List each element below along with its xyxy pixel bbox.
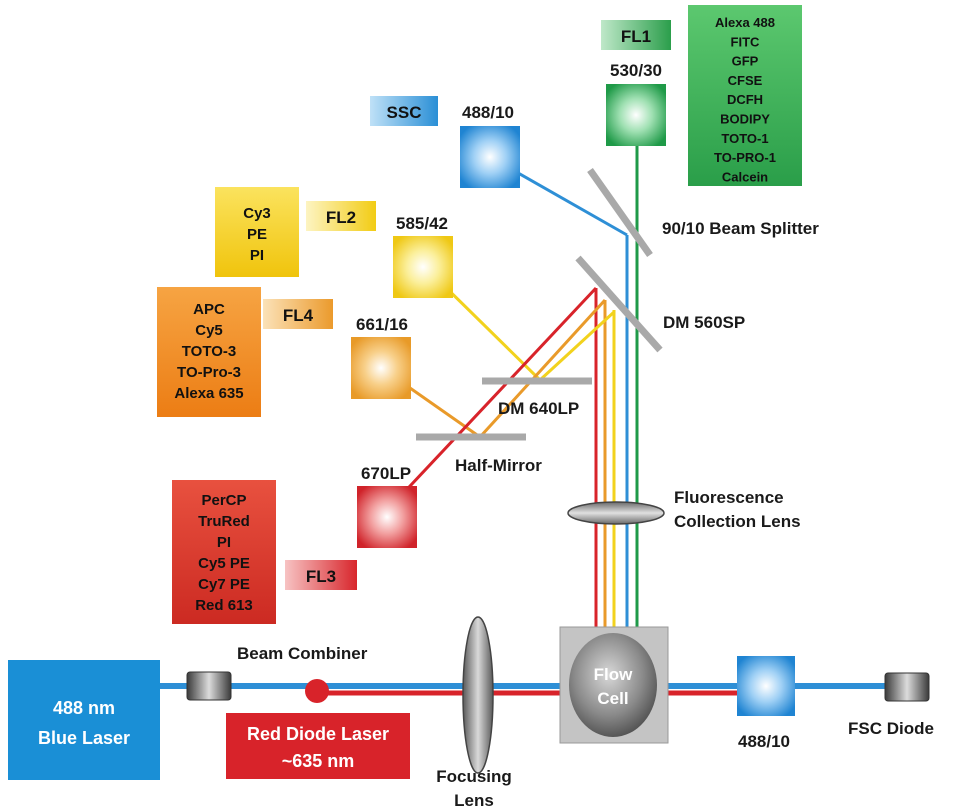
- filter-fl3-label: 670LP: [361, 464, 411, 483]
- dye-fl4-item: TOTO-3: [182, 343, 236, 360]
- dye-fl1-item: CFSE: [728, 73, 763, 88]
- filter-fl4-label: 661/16: [356, 315, 408, 334]
- dye-fl1-item: Calcein: [722, 169, 768, 184]
- dye-fl4-item: Cy5: [195, 322, 223, 339]
- dye-fl3-item: Cy5 PE: [198, 555, 250, 572]
- dye-fl3-item: PI: [217, 534, 231, 551]
- dye-fl1-item: DCFH: [727, 92, 763, 107]
- beam-splitter-label: 90/10 Beam Splitter: [662, 219, 819, 238]
- filter-fl1: [606, 84, 666, 146]
- tag-fl2-bg: [306, 201, 376, 231]
- dye-fl1-item: FITC: [731, 34, 760, 49]
- dye-fl1-item: BODIPY: [720, 112, 770, 127]
- blue-laser-line2: Blue Laser: [38, 728, 130, 748]
- dye-fl1-item: Alexa 488: [715, 15, 775, 30]
- dye-fl4-item: TO-Pro-3: [177, 364, 241, 381]
- filter-ssc-label: 488/10: [462, 103, 514, 122]
- filter-fsc: [737, 656, 795, 716]
- flow-cell-label-2: Cell: [597, 689, 628, 708]
- filter-fl2-label: 585/42: [396, 214, 448, 233]
- red-laser-line2: ~635 nm: [282, 751, 355, 771]
- collection-lens-label-2: Collection Lens: [674, 512, 801, 531]
- beam-splitter-mirror: [587, 167, 653, 258]
- dye-fl4-item: APC: [193, 301, 225, 318]
- filter-fl2: [393, 236, 453, 298]
- flow-cell: [559, 626, 669, 744]
- dye-fl2-item: PE: [247, 226, 267, 243]
- red-laser-line1: Red Diode Laser: [247, 724, 389, 744]
- dm560-mirror: [575, 255, 663, 353]
- dye-fl4-item: Alexa 635: [174, 385, 243, 402]
- dye-fl3-item: PerCP: [201, 492, 246, 509]
- fl3-beam: [378, 286, 598, 520]
- fluorescence-collection-lens: [567, 501, 665, 525]
- fl4-beam-a: [478, 298, 607, 439]
- mirrors: [416, 167, 663, 441]
- beam-combiner-cylinder: [186, 671, 232, 701]
- dye-fl1-item: GFP: [732, 54, 759, 69]
- dye-fl3-item: Cy7 PE: [198, 576, 250, 593]
- red-diode-laser: Red Diode Laser ~635 nm: [226, 713, 410, 779]
- focusing-lens-label-2: Lens: [454, 791, 494, 810]
- collection-lens-label-1: Fluorescence: [674, 488, 784, 507]
- tag-fl4: FL4: [283, 306, 314, 325]
- filter-fl1-label: 530/30: [610, 61, 662, 80]
- dye-fl2-item: Cy3: [243, 205, 271, 222]
- flow-cell-label-1: Flow: [594, 665, 633, 684]
- beam-combiner-dot: [305, 679, 329, 703]
- tag-fl1: FL1: [621, 27, 651, 46]
- blue-laser-line1: 488 nm: [53, 698, 115, 718]
- tag-ssc-bg: [370, 96, 438, 126]
- beam-combiner-label: Beam Combiner: [237, 644, 368, 663]
- tag-ssc: SSC: [387, 103, 422, 122]
- focusing-lens-label-1: Focusing: [436, 767, 512, 786]
- dye-fl1-item: TOTO-1: [721, 131, 768, 146]
- dm560-label: DM 560SP: [663, 313, 745, 332]
- dye-fl2-item: PI: [250, 247, 264, 264]
- tag-fl3-bg: [285, 560, 357, 590]
- fsc-diode-detector: [884, 672, 930, 702]
- fsc-diode-label: FSC Diode: [848, 719, 934, 738]
- focusing-lens: [462, 616, 494, 774]
- tag-fl1-bg: [601, 20, 671, 50]
- filter-fl4: [351, 337, 411, 399]
- dye-fl3-item: Red 613: [195, 597, 253, 614]
- filter-fl3: [357, 486, 417, 548]
- dye-fl3-item: TruRed: [198, 513, 250, 530]
- blue-laser: 488 nm Blue Laser: [8, 660, 160, 780]
- tag-fl2: FL2: [326, 208, 356, 227]
- filter-ssc: [460, 126, 520, 188]
- filter-fsc-label: 488/10: [738, 732, 790, 751]
- dye-fl1-item: TO-PRO-1: [714, 150, 776, 165]
- tag-fl3: FL3: [306, 567, 336, 586]
- tag-fl4-bg: [263, 299, 333, 329]
- fl2-beam-a: [538, 310, 616, 382]
- dm640-label: DM 640LP: [498, 399, 579, 418]
- half-mirror-label: Half-Mirror: [455, 456, 542, 475]
